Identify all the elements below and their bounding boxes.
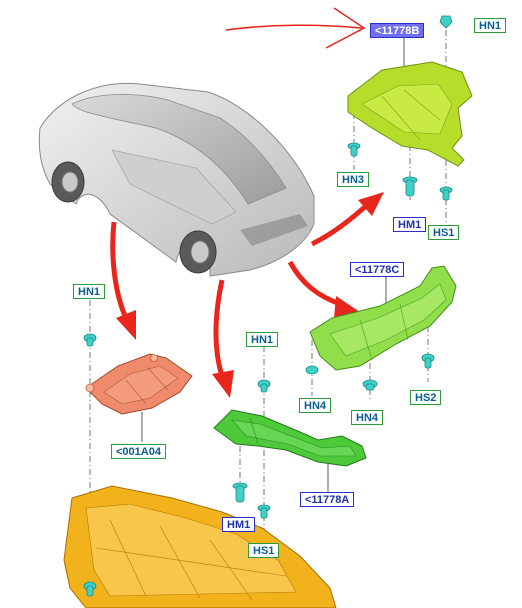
part-11778c [309,265,457,371]
callout-middle-hs1: HS1 [248,543,280,558]
vehicle [38,82,315,277]
callout-middle-hm1: HM1 [222,517,256,532]
pointer-arrow-icon [225,7,366,49]
callout-right-hs2: HS2 [410,390,442,405]
fastener-right-hn4-a [305,365,319,375]
callout-top-hm1: HM1 [393,217,427,232]
callout-part-001a04: <001A04 [111,444,166,459]
fastener-middle-hm1 [232,482,248,503]
fastener-top-hm1 [402,176,418,197]
fastener-right-hs2 [421,353,435,369]
fasteners [83,15,453,597]
fastener-left-hn1 [83,333,97,347]
callout-right-hn4-b: HN4 [351,410,384,425]
callout-part-11778a: <11778A [300,492,355,507]
fastener-top-hs1 [439,186,453,201]
callout-right-hn4-a: HN4 [299,398,332,413]
arrow-to-middle-part [212,279,234,398]
part-001a04 [85,353,193,415]
fastener-right-hn4-b [362,379,378,391]
callout-part-11778c: <11778C [350,262,405,277]
callout-top-hs1: HS1 [428,225,460,240]
vehicle-wheel-rear [179,230,217,274]
arrow-to-top-part [310,192,384,247]
fastener-middle-hs1 [257,504,271,519]
callout-top-hn3: HN3 [337,172,370,187]
arrow-to-left-part [110,221,136,340]
part-11778b [347,61,473,167]
fastener-top-hn1 [439,15,453,29]
part-11778a [213,409,367,467]
fastener-bottom [83,581,97,597]
vehicle-wheel-front [51,161,85,203]
callout-part-11778b: <11778B [370,23,425,38]
fastener-top-hn3 [347,142,361,157]
callout-left-hn1: HN1 [73,284,106,299]
part-underbody-shield [63,485,337,608]
fastener-middle-hn1 [257,379,271,393]
callout-middle-hn1: HN1 [246,332,279,347]
callout-top-hn1: HN1 [474,18,507,33]
